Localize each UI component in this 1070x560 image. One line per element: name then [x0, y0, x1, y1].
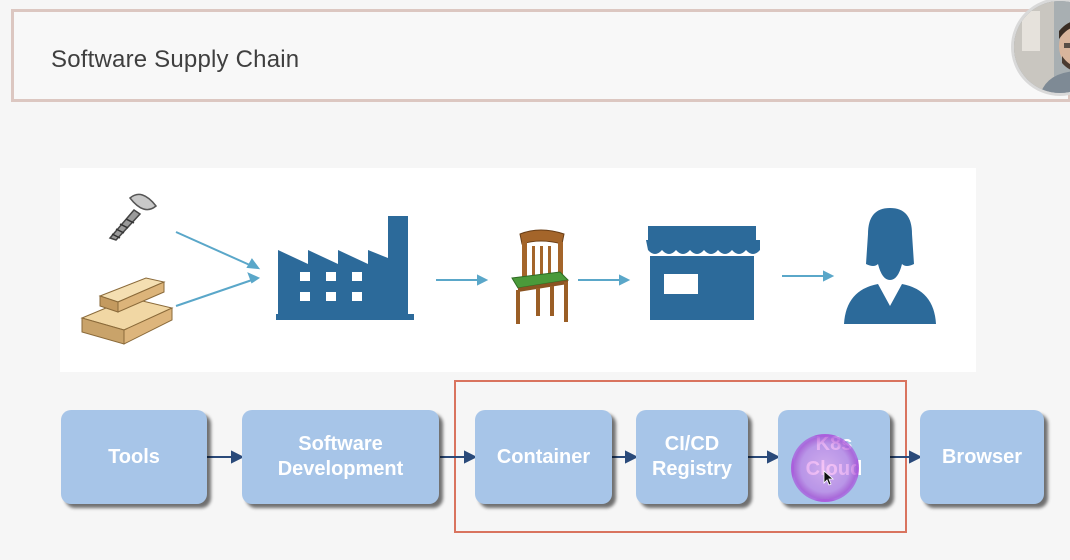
presenter-webcam [1011, 0, 1070, 96]
lumber-icon [80, 277, 174, 345]
step-software-development-label: Software Development [277, 433, 404, 480]
input-arrows [175, 231, 261, 307]
factory-icon [276, 216, 414, 320]
step-cicd-registry-label: CI/CD Registry [651, 433, 733, 480]
click-highlight-icon [791, 434, 859, 502]
supply-chain-illustration [60, 168, 976, 372]
step-container[interactable]: Container [475, 410, 612, 504]
step-browser-label: Browser [941, 445, 1023, 468]
screw-icon [108, 193, 158, 241]
store-icon [646, 226, 760, 320]
presenter-avatar-icon [1014, 1, 1070, 93]
step-cicd-registry[interactable]: CI/CD Registry [636, 410, 748, 504]
mouse-pointer-icon [823, 470, 835, 486]
arrow-factory-chair [436, 274, 489, 286]
step-tools[interactable]: Tools [61, 410, 207, 504]
step-software-development[interactable]: Software Development [242, 410, 439, 504]
arrow-chair-store [578, 274, 631, 286]
title-bar: Software Supply Chain [11, 9, 1070, 102]
step-container-label: Container [496, 445, 591, 468]
step-tools-label: Tools [108, 445, 160, 468]
step-browser[interactable]: Browser [920, 410, 1044, 504]
customer-icon [844, 208, 936, 324]
page-title: Software Supply Chain [51, 46, 300, 73]
chair-icon [511, 229, 570, 324]
arrow-store-customer [782, 270, 835, 282]
